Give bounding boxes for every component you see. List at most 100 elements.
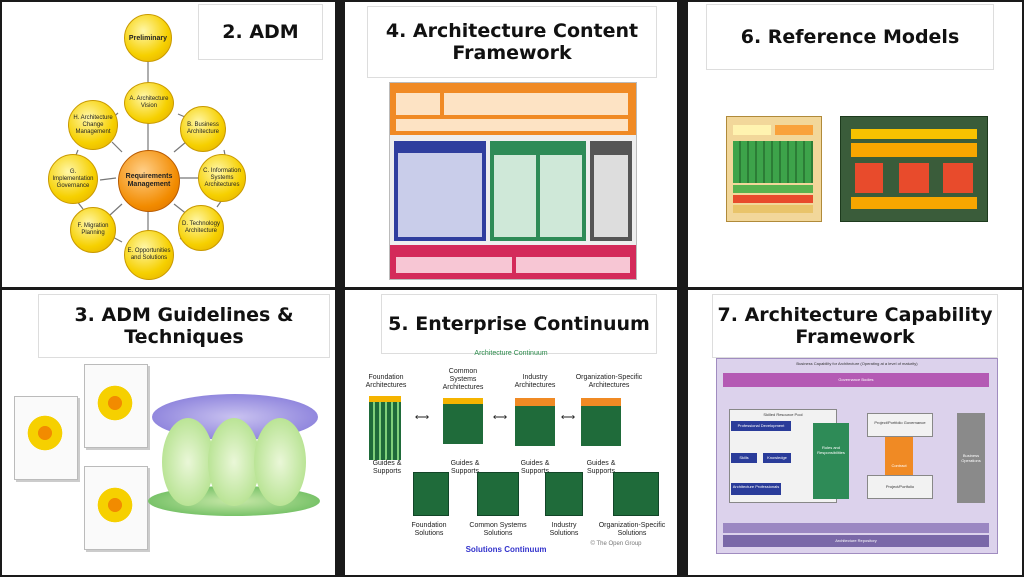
guidelines-doc-3-wheel: [93, 483, 137, 527]
guidelines-doc-3: [84, 466, 148, 550]
sol-label-foundation: Foundation Solutions: [411, 522, 447, 537]
iii-rm-diagram: [840, 116, 988, 222]
cap-roles-label: Roles and Responsibilities: [817, 445, 845, 455]
cap-pp-gov: Project/Portfolio Governance: [867, 413, 933, 437]
cap-prof-dev-label: Professional Development: [737, 423, 785, 428]
adm-phase-a-node: A. Architecture Vision: [124, 82, 174, 124]
continuum-copyright: © The Open Group: [590, 541, 642, 547]
trm-platform: [733, 185, 813, 193]
iii-provider-apps: [851, 197, 977, 209]
panel-content-framework-title: 4. Architecture Content Framework: [367, 6, 657, 78]
panel-capability-framework: 7. Architecture Capability Framework Bus…: [688, 290, 1022, 575]
cap-skilled-label: Skilled Resource Pool: [763, 412, 803, 417]
adm-phase-g-node: G. Implementation Governance: [48, 154, 98, 204]
iii-app-platform: [851, 129, 977, 139]
cap-repo-label: Architecture Repository: [835, 538, 877, 543]
acf-is-app: [540, 155, 582, 237]
iii-mgmt: [943, 163, 973, 193]
cap-biz-ops-label: Business Operations: [961, 453, 981, 463]
arch-block-common: [443, 398, 483, 444]
panel-adm-title: 2. ADM: [198, 4, 323, 60]
cap-governance-bar: Governance Bodies: [723, 373, 989, 387]
iii-consumer-apps: [851, 143, 977, 157]
acf-is-data: [494, 155, 536, 237]
iii-dev-tools: [855, 163, 883, 193]
cap-knowledge-label: Knowledge: [767, 455, 787, 460]
panel-reference-models: 6. Reference Models: [688, 2, 1022, 287]
panel-guidelines-title: 3. ADM Guidelines & Techniques: [38, 294, 330, 358]
sol-label-org: Organization-Specific Solutions: [598, 522, 666, 537]
trm-app-top-2: [775, 125, 813, 135]
cap-pp-label: Project/Portfolio: [885, 484, 915, 489]
panel-enterprise-continuum: 5. Enterprise Continuum Architecture Con…: [345, 290, 677, 575]
trm-app-top: [733, 125, 771, 135]
adm-phase-f-node: F. Migration Planning: [70, 207, 116, 253]
cap-arch-pros-label: Architecture Professionals: [732, 484, 780, 489]
sol-block-industry: [545, 472, 583, 516]
cap-skills-label: Skills: [739, 455, 749, 460]
arrow-arch-2: ⟷: [492, 412, 508, 423]
acf-prelim-box: [396, 93, 440, 115]
arch-label-industry: Industry Architectures: [514, 374, 556, 389]
guidelines-circle-3: [254, 418, 306, 506]
cap-bottom-band: [723, 523, 989, 533]
guidelines-doc-1-wheel: [23, 411, 67, 455]
adm-phase-h-node: H. Architecture Change Management: [68, 100, 118, 150]
sol-label-common: Common Systems Solutions: [469, 522, 527, 537]
continuum-top-label: Architecture Continuum: [474, 350, 548, 357]
cap-arch-pros: Architecture Professionals: [731, 483, 781, 495]
sol-block-common: [477, 472, 519, 516]
guidelines-doc-2-wheel: [93, 381, 137, 425]
acf-outer: [389, 82, 637, 280]
arch-label-org: Organization-Specific Architectures: [575, 374, 643, 389]
guidelines-doc-1: [14, 396, 78, 480]
panel-adm: 2. ADM Preliminary A. Architecture Visio…: [2, 2, 335, 287]
cap-contract-label: Contract: [891, 463, 907, 468]
acf-realization-left: [396, 257, 512, 273]
guidelines-circle-1: [162, 418, 214, 506]
cap-repo-bar: Architecture Repository: [723, 535, 989, 547]
panel-reference-models-title: 6. Reference Models: [706, 4, 994, 70]
arch-label-foundation: Foundation Architectures: [365, 374, 407, 389]
continuum-bottom-label: Solutions Continuum: [465, 545, 547, 554]
adm-phase-c-node: C. Information Systems Architectures: [198, 154, 246, 202]
trm-stripes: [733, 141, 813, 183]
sol-label-industry: Industry Solutions: [549, 522, 579, 537]
adm-preliminary-node: Preliminary: [124, 14, 172, 62]
adm-phase-b-node: B. Business Architecture: [180, 106, 226, 152]
cap-biz-ops: Business Operations: [957, 413, 985, 503]
arch-block-industry: [515, 398, 555, 446]
guidelines-circle-2: [208, 418, 260, 506]
arch-block-foundation: [369, 396, 401, 460]
arch-label-common: Common Systems Architectures: [442, 368, 484, 391]
cap-roles: Roles and Responsibilities: [813, 423, 849, 499]
acf-vision-box: [444, 93, 628, 115]
cap-pp: Project/Portfolio: [867, 475, 933, 499]
trm-diagram: [726, 116, 822, 222]
cap-skills: Skills: [731, 453, 757, 463]
adm-phase-d-node: D. Technology Architecture: [178, 205, 224, 251]
panel-content-framework: 4. Architecture Content Framework: [345, 2, 677, 287]
acf-cap-outer: Business Capability for Architecture (Op…: [716, 358, 998, 554]
sol-block-org: [613, 472, 659, 516]
arrow-arch-3: ⟷: [560, 412, 576, 423]
guidelines-doc-2: [84, 364, 148, 448]
cap-header: Business Capability for Architecture (Op…: [796, 361, 918, 366]
acf-realization-right: [516, 257, 630, 273]
iii-brokering: [899, 163, 929, 193]
trm-base: [733, 205, 813, 213]
arrow-arch-1: ⟷: [414, 412, 430, 423]
adm-requirements-management-node: Requirements Management: [118, 150, 180, 212]
cap-knowledge: Knowledge: [763, 453, 791, 463]
panel-guidelines: 3. ADM Guidelines & Techniques: [2, 290, 335, 575]
cap-pp-gov-label: Project/Portfolio Governance: [874, 420, 926, 425]
guides-1: Guides & Supports: [372, 460, 402, 475]
guides-2: Guides & Supports: [450, 460, 480, 475]
adm-phase-e-node: E. Opportunities and Solutions: [124, 230, 174, 280]
cap-governance-label: Governance Bodies: [838, 377, 874, 382]
acf-requirements-box: [396, 119, 628, 131]
trm-comm: [733, 195, 813, 203]
guides-3: Guides & Supports: [520, 460, 550, 475]
guides-4: Guides & Supports: [586, 460, 616, 475]
acf-tech-inner: [594, 155, 628, 237]
